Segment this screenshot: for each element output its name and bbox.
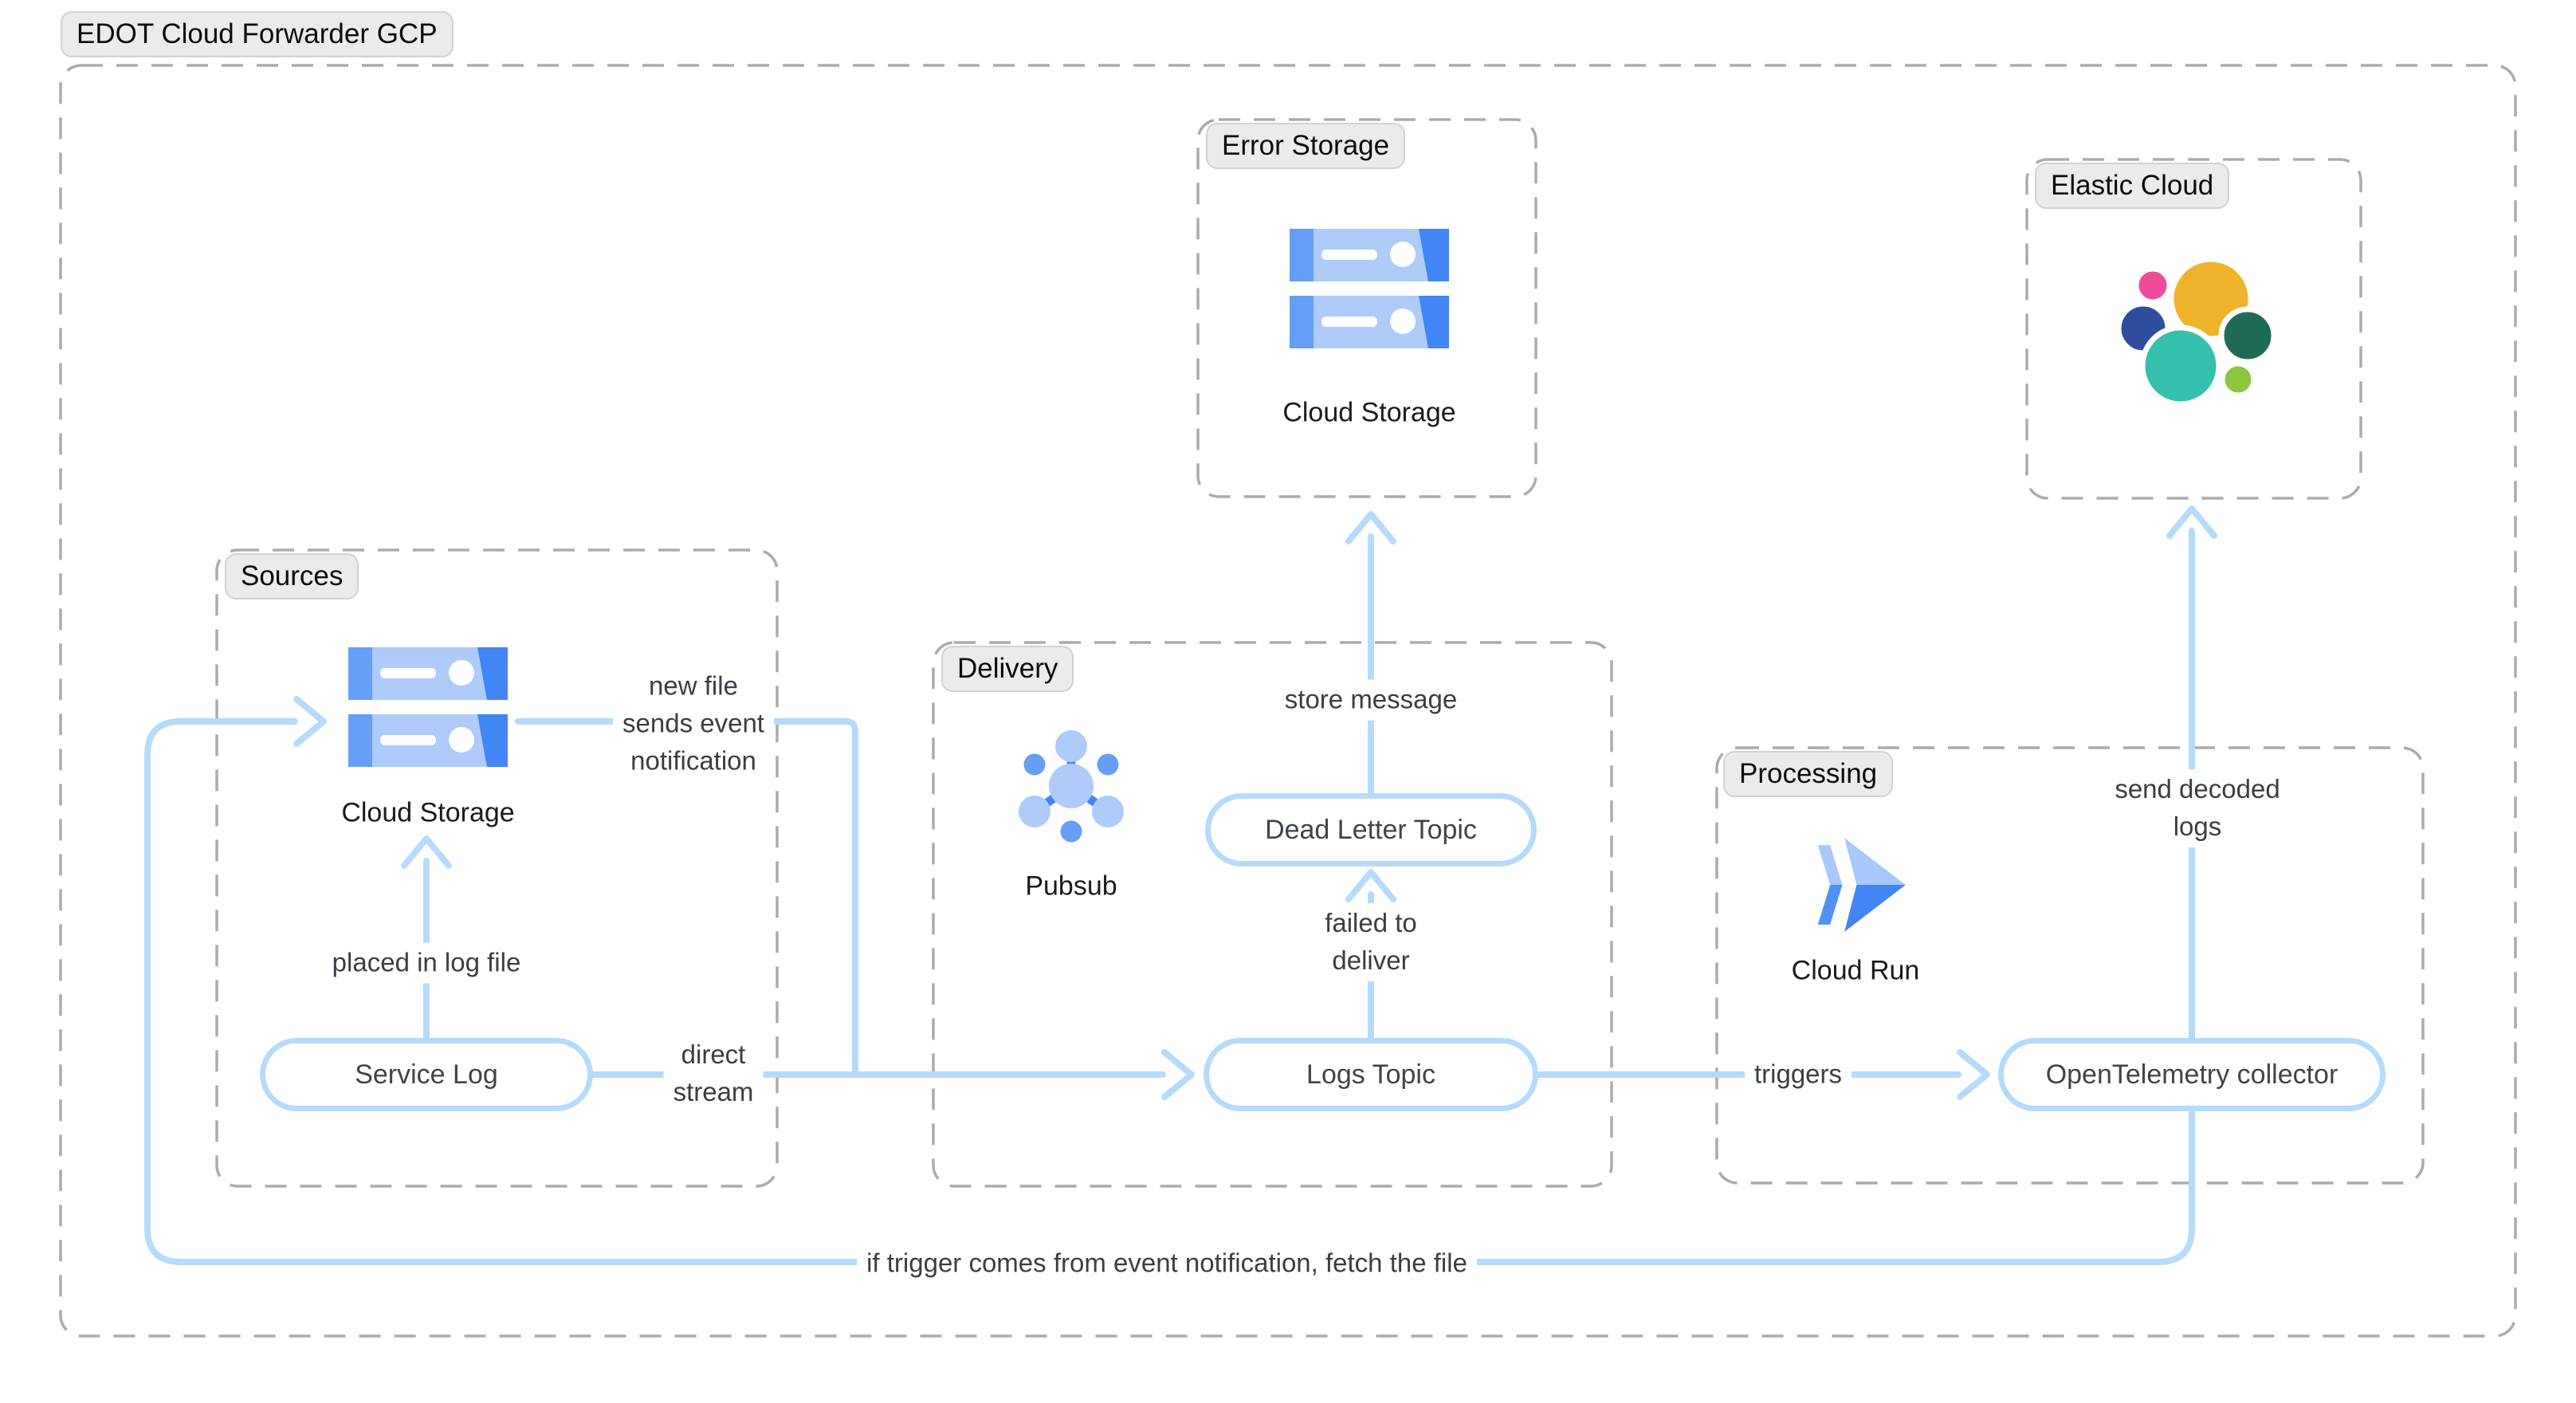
arrowhead-into-logs-topic xyxy=(1161,1049,1195,1100)
edge-label-placed: placed in log file xyxy=(322,942,531,984)
edge-label-send-decoded: send decoded logs xyxy=(2105,769,2290,847)
edge-fetch-file-loop xyxy=(144,718,2195,1265)
elastic-logo-icon xyxy=(2115,256,2275,407)
elastic-cloud-group-border xyxy=(2025,158,2362,500)
cloud-storage-error-caption: Cloud Storage xyxy=(1282,397,1456,428)
node-logs-topic: Logs Topic xyxy=(1204,1038,1538,1111)
pubsub-icon xyxy=(1019,730,1124,843)
edge-event-notification xyxy=(515,718,858,1075)
arrowhead-into-elastic-cloud xyxy=(2166,505,2217,539)
error-storage-group-border xyxy=(1196,118,1537,498)
cloud-run-icon xyxy=(1817,838,1906,932)
edge-label-failed: failed to deliver xyxy=(1315,903,1427,981)
arrowhead-into-error-storage xyxy=(1345,511,1396,544)
pubsub-caption: Pubsub xyxy=(1025,870,1117,902)
delivery-group-border xyxy=(932,641,1613,1188)
outer-group-border xyxy=(59,64,2517,1338)
edge-label-triggers: triggers xyxy=(1744,1054,1852,1095)
cloud-storage-sources-caption: Cloud Storage xyxy=(341,797,515,828)
group-label-processing: Processing xyxy=(1723,751,1894,797)
node-service-log: Service Log xyxy=(260,1038,593,1111)
cloud-storage-icon xyxy=(1290,229,1449,348)
sources-group-border xyxy=(215,548,779,1188)
edge-label-direct-stream: direct stream xyxy=(663,1035,764,1113)
processing-group-border xyxy=(1715,746,2425,1185)
node-dead-letter-topic: Dead Letter Topic xyxy=(1205,793,1537,867)
arrowhead-into-dead-letter-topic xyxy=(1345,869,1396,902)
group-label-delivery: Delivery xyxy=(941,646,1074,692)
edge-label-store-message: store message xyxy=(1274,679,1467,721)
group-label-error-storage: Error Storage xyxy=(1206,123,1406,169)
cloud-storage-icon xyxy=(348,647,508,767)
edge-label-new-file: new file sends event notification xyxy=(613,666,774,782)
cloud-run-caption: Cloud Run xyxy=(1791,955,1920,986)
node-otel-collector: OpenTelemetry collector xyxy=(1998,1038,2386,1111)
edge-label-fetch-file: if trigger comes from event notification… xyxy=(857,1243,1477,1284)
arrowhead-into-otel-collector xyxy=(1957,1049,1990,1100)
diagram-title: EDOT Cloud Forwarder GCP xyxy=(61,11,454,57)
group-label-elastic-cloud: Elastic Cloud xyxy=(2035,163,2230,209)
group-label-sources: Sources xyxy=(225,553,359,599)
arrowhead-up-cloud-storage xyxy=(401,835,452,869)
arrowhead-into-cloud-storage xyxy=(293,696,327,747)
